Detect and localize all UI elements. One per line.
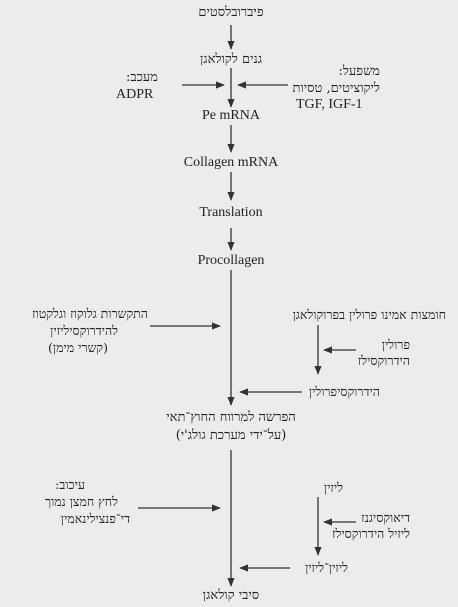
lysine-enzyme-line1: דיאוקסיגנז [361, 510, 410, 525]
node-translation: Translation [199, 205, 263, 220]
proline-enzyme-line1: פרולין [381, 337, 410, 352]
influencers-title: משפעל: [338, 64, 380, 79]
inhibition-bottom-title: עיכוב: [55, 477, 85, 492]
inhibitor-top-item: ADPR [116, 87, 154, 102]
node-pe-mrna: Pe mRNA [202, 108, 260, 123]
influencers-line1: ליקוציטים, טסיות [292, 81, 380, 96]
inhibition-bottom-line1: לחץ חמצן נמוך [44, 494, 118, 509]
inhibitor-top-title: מעכב: [125, 70, 158, 85]
influencers-line2: TGF, IGF-1 [296, 97, 363, 112]
glycosylation-line1: התקשרות גלוקוז וגלקטוז [32, 306, 148, 321]
proline-enzyme-line2: הידרוקסילז [357, 353, 410, 368]
proline-product: הידרוקסיפרולין [308, 384, 380, 399]
node-collagen-genes: גנים לקולאגן [199, 52, 263, 67]
node-collagen-fibers: סיבי קולאגן [202, 588, 260, 603]
node-procollagen: Procollagen [197, 253, 265, 268]
glycosylation-line2: להידרוקסיליזין [50, 323, 118, 338]
lysine-enzyme-line2: ליזיל הידרוקסילז [332, 526, 410, 541]
glycosylation-line3: (קשרי מימן) [48, 340, 108, 355]
lysine-product: ליזין־ליזין [305, 560, 348, 575]
node-collagen-mrna: Collagen mRNA [183, 155, 279, 170]
node-fibroblasts: פיברובלסטים [198, 5, 264, 20]
lysine-source: ליזין [323, 480, 343, 495]
inhibition-bottom-line2: די־פנצילינאמין [60, 511, 130, 526]
proline-source: חומצות אמינו פרולין בפרוקולאגן [292, 307, 446, 322]
node-secretion-line2: (על־ידי מערכת גולג'י) [175, 428, 287, 443]
node-secretion-line1: הפרשה למרווח החוץ־תאי [166, 410, 296, 425]
